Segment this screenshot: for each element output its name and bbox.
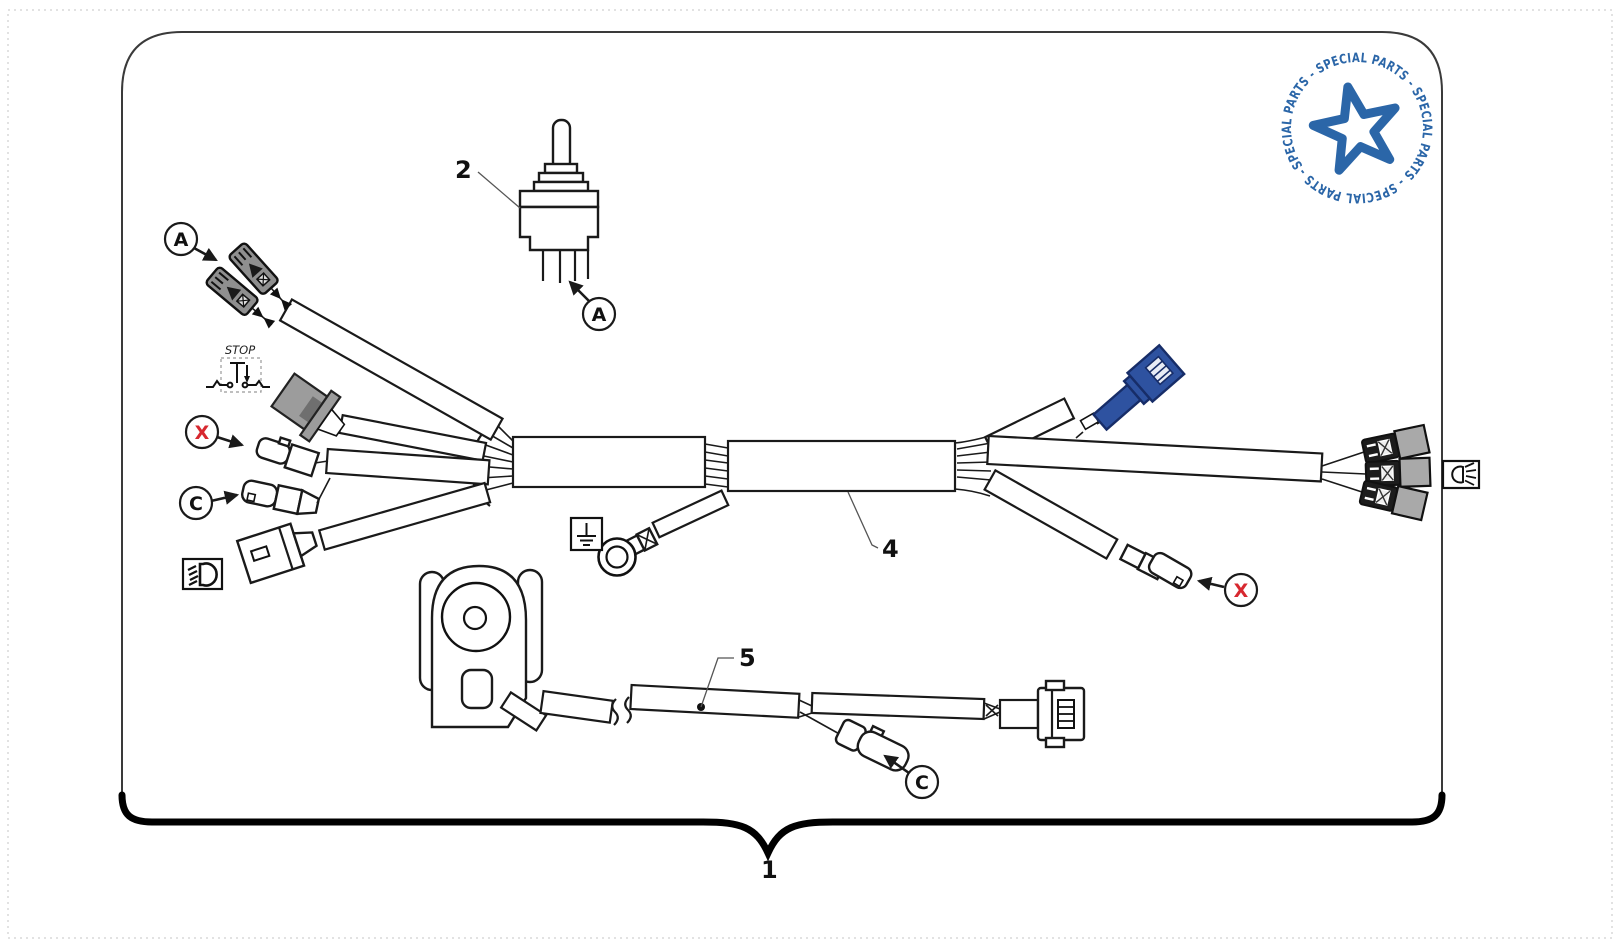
switch-body — [518, 205, 600, 252]
marker-c-bottom-arrow — [883, 754, 910, 775]
toggle-switch: 2 A — [455, 118, 617, 332]
blue-connector — [1091, 343, 1186, 432]
c-target-connector-left — [241, 479, 321, 516]
marker-a-left-letter: A — [174, 229, 189, 251]
marker-c-left-arrow — [210, 490, 240, 505]
main-harness: 4 — [469, 418, 992, 563]
branch-x-c-left: X C — [178, 414, 491, 521]
x-target-connector-right — [1147, 551, 1193, 590]
branch-blue-connector — [983, 343, 1186, 459]
sub-tube-4 — [998, 698, 1040, 730]
sub-tube-1 — [539, 689, 615, 724]
tube-break-left — [611, 698, 619, 726]
stop-switch-icon: STOP — [206, 343, 270, 393]
device-circle-inner — [462, 605, 488, 631]
part-5-leader — [700, 657, 734, 708]
marker-x-left-letter: X — [195, 422, 210, 444]
switch-pins — [541, 250, 590, 283]
branch-a-tube — [278, 298, 505, 442]
x-branch-tube — [983, 468, 1119, 561]
part-5-label: 5 — [739, 644, 756, 672]
marker-a-switch-arrow — [568, 280, 590, 302]
marker-x-left-arrow — [216, 434, 245, 449]
branch-x-right: X — [983, 468, 1259, 608]
switch-collar-1 — [543, 162, 579, 175]
headlight-connector — [235, 522, 318, 585]
sub-tube-2 — [629, 683, 801, 719]
marker-a-left-circle — [163, 221, 199, 257]
stop-icon-label: STOP — [225, 343, 255, 357]
gray-stop-connector — [269, 372, 346, 443]
part-1-brace — [118, 791, 1446, 862]
part-2-label: 2 — [455, 156, 472, 184]
part-4-label: 4 — [882, 535, 899, 563]
sleeve-gap-wires — [704, 443, 729, 488]
branch-stop-connector: STOP — [206, 343, 488, 462]
marker-x-right-arrow — [1196, 576, 1225, 591]
part-2-leader — [477, 171, 521, 209]
left-fan-wires — [477, 424, 514, 491]
tube-break-right — [624, 696, 632, 724]
branch-headlight — [181, 481, 492, 591]
stamp-star-icon — [1308, 82, 1400, 175]
branch-ground — [569, 489, 730, 577]
sub-harness: 5 C — [418, 564, 1086, 800]
x-target-connector-left — [255, 436, 321, 478]
switch-collar-2 — [537, 171, 585, 184]
ring-terminal-hole — [605, 545, 629, 569]
part-1-label: 1 — [761, 856, 778, 884]
headlight-branch-tube — [317, 481, 492, 551]
marker-c-left-circle — [178, 485, 214, 521]
branch-triple-terminals — [986, 423, 1481, 522]
part-4-leader — [847, 491, 879, 549]
harness-sleeve-1 — [511, 435, 707, 489]
marker-a-switch-circle — [581, 296, 617, 332]
sub-tube-3 — [810, 691, 986, 721]
marker-c-bottom-letter: C — [915, 772, 929, 794]
ground-crimp — [624, 526, 659, 557]
branch-spade-terminals-left: A — [163, 221, 505, 442]
low-beam-icon — [181, 557, 224, 591]
harness-sleeve-2 — [726, 439, 957, 493]
marker-a-left-arrow — [193, 246, 218, 262]
device-button — [460, 668, 494, 710]
marker-c-bottom-circle — [904, 764, 940, 800]
marker-a-switch-letter: A — [592, 304, 607, 326]
marker-c-left-letter: C — [189, 493, 203, 515]
switch-collar-3 — [532, 180, 590, 193]
sub-harness-end-connector — [1036, 679, 1086, 749]
ground-icon — [569, 516, 604, 552]
right-branch-tube — [986, 434, 1324, 483]
switch-flange — [518, 189, 600, 209]
switch-lever — [551, 118, 572, 172]
marker-x-left-circle — [184, 414, 220, 450]
position-lamp-icon — [1441, 459, 1481, 490]
marker-x-right-letter: X — [1234, 580, 1249, 602]
ground-branch-tube — [651, 489, 730, 539]
device-wire-exit — [499, 690, 548, 732]
marker-x-right-circle — [1223, 572, 1259, 608]
